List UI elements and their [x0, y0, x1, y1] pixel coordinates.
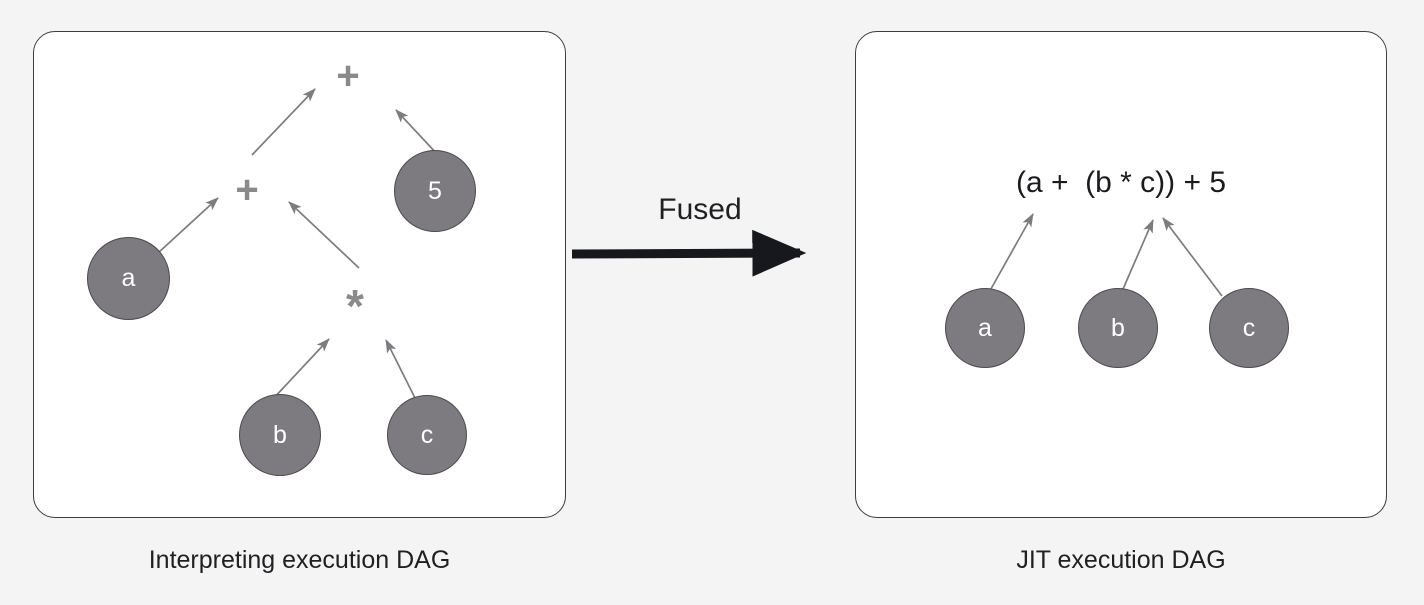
caption-jit-execution-dag: JIT execution DAG — [1016, 546, 1226, 574]
jit-dag-panel — [855, 31, 1387, 518]
node-b[interactable]: b — [239, 394, 321, 476]
fused-label: Fused — [658, 193, 742, 226]
jit-node-b[interactable]: b — [1078, 288, 1158, 368]
caption-interpreting-execution-dag: Interpreting execution DAG — [148, 546, 451, 574]
jit-node-b-label: b — [1111, 313, 1125, 342]
jit-node-a-label: a — [978, 313, 992, 342]
fused-arrow — [571, 229, 807, 277]
node-c[interactable]: c — [387, 395, 467, 475]
node-a[interactable]: a — [87, 237, 170, 320]
operator-plus-mid: + — [235, 168, 259, 212]
node-five[interactable]: 5 — [394, 150, 476, 232]
node-c-label: c — [420, 420, 434, 449]
operator-multiply: * — [346, 280, 364, 332]
jit-fused-expression: (a + (b * c)) + 5 — [1015, 166, 1227, 199]
jit-node-c-label: c — [1242, 313, 1256, 342]
node-a-label: a — [121, 264, 136, 292]
node-b-label: b — [273, 420, 287, 449]
operator-plus-top: + — [336, 54, 360, 98]
jit-node-a[interactable]: a — [945, 288, 1025, 368]
jit-node-c[interactable]: c — [1209, 288, 1289, 368]
node-five-label: 5 — [428, 176, 442, 205]
